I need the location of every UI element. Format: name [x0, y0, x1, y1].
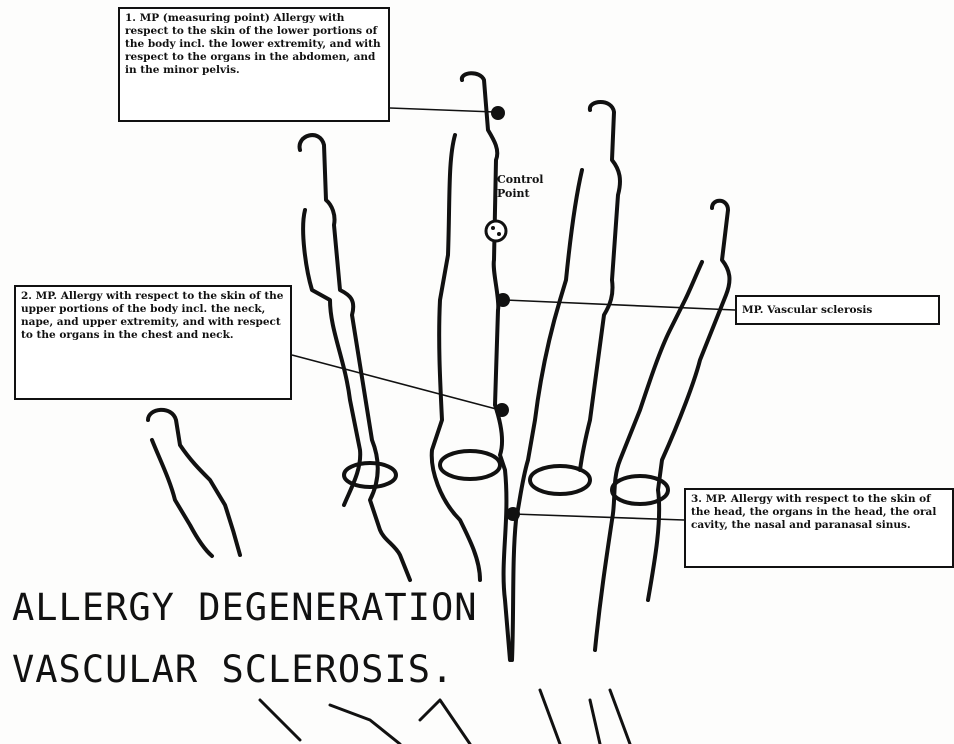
leader-line-mp2 — [292, 355, 500, 410]
ring-finger-bones — [580, 102, 620, 470]
title-line-1: ALLERGY DEGENERATION — [12, 586, 478, 629]
index-finger-inner — [303, 210, 360, 505]
vascular-sclerosis-label-box: MP. Vascular sclerosis — [735, 295, 940, 325]
measuring-point-2-dot — [495, 403, 509, 417]
leader-line-vascular — [505, 300, 735, 310]
thumb-inner — [152, 440, 212, 556]
index-finger-bones — [300, 135, 410, 580]
knuckle-index — [344, 463, 396, 487]
measuring-point-3-dot — [506, 507, 520, 521]
control-point-label: Control Point — [497, 173, 577, 201]
measuring-point-vascular-dot — [496, 293, 510, 307]
mp3-label-box: 3. MP. Allergy with respect to the skin … — [684, 488, 954, 568]
leader-line-mp1 — [390, 108, 495, 112]
mp2-label-box: 2. MP. Allergy with respect to the skin … — [14, 285, 292, 400]
measuring-point-1-dot — [491, 106, 505, 120]
middle-finger-inner — [432, 135, 480, 580]
wrist-fragments — [260, 690, 630, 744]
knuckle-middle — [440, 451, 500, 479]
mp1-label-box: 1. MP (measuring point) Allergy with res… — [118, 7, 390, 122]
knuckle-ring — [530, 466, 590, 494]
middle-finger-bones — [462, 73, 510, 660]
ring-finger-inner — [512, 170, 582, 660]
title-line-2: VASCULAR SCLEROSIS. — [12, 648, 454, 691]
control-point-marker — [486, 221, 506, 241]
